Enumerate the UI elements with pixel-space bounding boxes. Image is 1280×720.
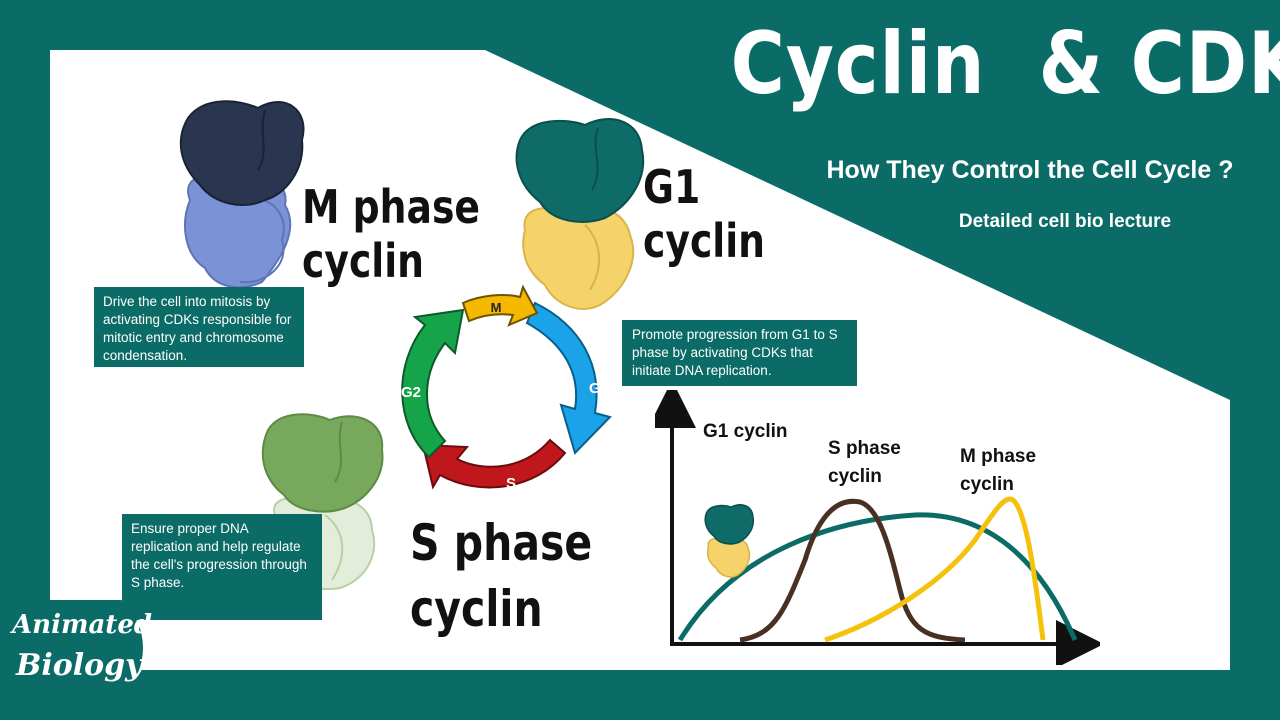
phase-label-g1: G1 — [589, 380, 609, 397]
g1-arc — [525, 301, 612, 455]
m-phase-cyclin-curve — [824, 496, 1046, 643]
animated-biology-logo: Animated Biology — [4, 600, 154, 700]
graph-label-m-phase-cyclin: M phase cyclin — [960, 446, 1037, 495]
m-phase-cyclin-label: M phase cyclin — [302, 180, 481, 288]
g1-cyclin-cdk-small-icon — [704, 504, 755, 578]
logo-line-2: Biology — [16, 648, 143, 683]
s-phase-description: Ensure proper DNA replication and help r… — [122, 514, 322, 620]
s-phase-cyclin-label: S phase cyclin — [410, 514, 593, 638]
g2-arc — [401, 308, 465, 459]
phase-label-g2: G2 — [401, 384, 421, 401]
cyclin-level-graph — [655, 390, 1100, 665]
cell-cycle-ring: M G1 S G2 — [401, 285, 612, 492]
page-subtitle: How They Control the Cell Cycle ? — [826, 156, 1234, 184]
m-phase-description: Drive the cell into mitosis by activatin… — [94, 287, 304, 367]
g1-cyclin-cdk-icon — [515, 117, 645, 310]
g1-description: Promote progression from G1 to S phase b… — [622, 320, 857, 386]
phase-label-s: S — [506, 475, 516, 492]
s-phase-cyclin-curve — [739, 498, 966, 643]
lecture-tagline: Detailed cell bio lecture — [958, 211, 1172, 232]
g1-cyclin-label: G1 cyclin — [643, 160, 766, 268]
graph-label-s-phase-cyclin: S phase cyclin — [828, 438, 901, 487]
logo-line-1: Animated — [12, 610, 153, 640]
m-phase-cyclin-cdk-icon — [179, 100, 305, 289]
graph-label-g1-cyclin: G1 cyclin — [703, 421, 788, 442]
m-arc — [461, 285, 539, 327]
s-arc — [421, 438, 567, 490]
g1-cyclin-curve — [677, 512, 1078, 642]
phase-label-m: M — [491, 300, 502, 315]
